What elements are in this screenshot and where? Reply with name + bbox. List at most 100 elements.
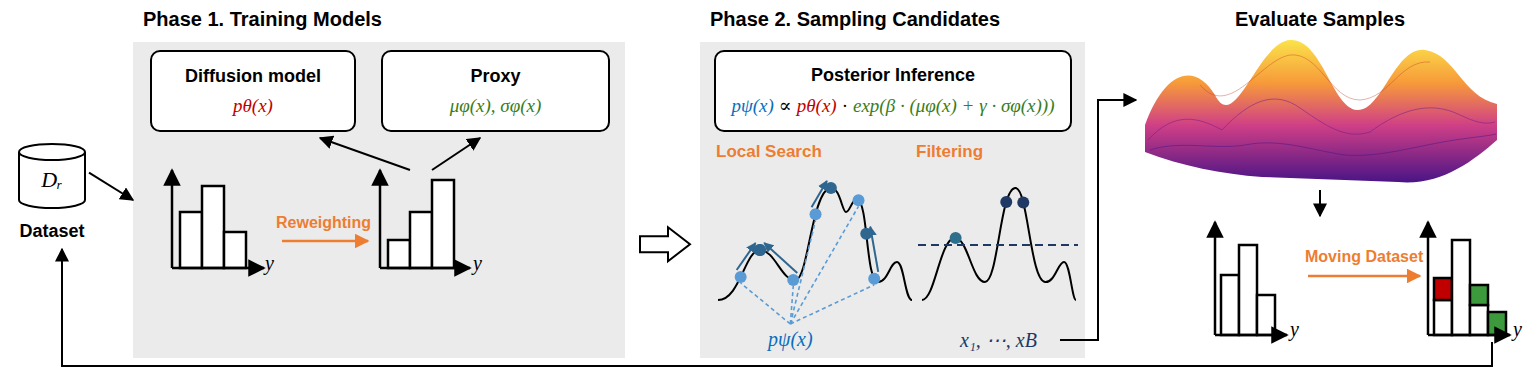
selected-sample xyxy=(950,232,962,244)
node-text: pθ(x) xyxy=(797,95,837,117)
train-arrow xyxy=(432,138,480,170)
axis xyxy=(172,267,264,270)
hollow-arrow xyxy=(640,227,690,261)
histogram-bar xyxy=(432,180,454,268)
threshold-line xyxy=(918,244,1078,246)
density-curve xyxy=(718,188,912,300)
model-box: Proxy μφ(x), σφ(x) xyxy=(381,50,610,132)
histogram xyxy=(1215,222,1287,335)
sample-link xyxy=(790,286,793,324)
node-text: exp(β · (μφ(x) + γ · σφ(x))) xyxy=(853,95,1055,117)
axis-label: y xyxy=(1290,318,1299,341)
node-text: · xyxy=(842,95,848,117)
axis-label: y xyxy=(1513,318,1522,341)
search-arrow xyxy=(737,243,756,270)
step-label: Filtering xyxy=(916,142,983,162)
node-heading: Diffusion model xyxy=(185,66,321,87)
feedback-arrow xyxy=(62,249,1492,366)
step-label: Reweighting xyxy=(276,214,371,232)
node-text: pψ(x) xyxy=(731,95,773,117)
sample-points xyxy=(735,181,1030,324)
axis xyxy=(1427,222,1430,335)
axis xyxy=(1214,222,1217,335)
phase-panel: Phase 1. Training ModelsDiffusion modelp… xyxy=(133,42,625,358)
histogram-bar xyxy=(1257,295,1275,335)
model-box: Diffusion model pθ(x) xyxy=(150,50,356,132)
added-block xyxy=(1470,285,1488,305)
initial-sample xyxy=(853,194,865,206)
histogram xyxy=(380,170,470,268)
histogram-bar xyxy=(224,232,246,268)
search-arrow xyxy=(812,181,827,207)
node-text: ∝ xyxy=(779,94,792,117)
flow-arrow xyxy=(1319,190,1321,216)
train-arrow xyxy=(320,138,410,170)
refined-sample xyxy=(860,228,872,240)
math-label: pψ(x) xyxy=(768,328,813,351)
histogram-bar xyxy=(180,212,202,268)
sample-link xyxy=(741,283,791,324)
histogram-bar xyxy=(1221,275,1239,335)
histogram-bar xyxy=(1239,245,1257,335)
histogram xyxy=(1428,222,1510,335)
connector-arrow xyxy=(89,173,133,200)
surface-contour xyxy=(1150,134,1496,155)
step-label: Moving Dataset xyxy=(1305,248,1423,266)
moving-arrow xyxy=(1308,275,1420,278)
formula-row: pθ(x) xyxy=(233,95,273,117)
step-label: Local Search xyxy=(716,142,822,162)
sample-link xyxy=(790,206,858,324)
selected-sample xyxy=(1017,196,1029,208)
node-text: Dataset xyxy=(19,221,84,242)
axis xyxy=(171,170,174,268)
cylinder-top xyxy=(19,144,85,160)
added-block xyxy=(1488,312,1506,335)
node-heading: Dᵣ xyxy=(18,167,86,193)
histogram-bar xyxy=(1434,300,1452,335)
objective-surface xyxy=(1145,40,1497,182)
formula-row: μφ(x), σφ(x) xyxy=(450,95,542,117)
search-arrow xyxy=(870,227,878,272)
histogram-bar xyxy=(410,212,432,268)
axis xyxy=(379,170,382,268)
surface xyxy=(1145,40,1497,182)
sample-link xyxy=(790,285,874,324)
node-text: μφ(x), σφ(x) xyxy=(450,95,542,117)
node-heading: Phase 1. Training Models xyxy=(143,8,382,31)
removed-block xyxy=(1434,278,1452,300)
density-curve xyxy=(922,188,1076,300)
dataset-cylinder: DᵣDataset xyxy=(18,143,86,209)
surface-contour xyxy=(1148,99,1495,140)
axis-label: y xyxy=(473,252,482,275)
axis xyxy=(1428,334,1510,337)
formula-row: pψ(x) ∝pθ(x)·exp(β · (μφ(x) + γ · σφ(x))) xyxy=(731,94,1054,117)
refined-sample xyxy=(753,244,765,256)
flow-arrow xyxy=(1060,100,1136,340)
histogram xyxy=(172,170,264,268)
math-label: x₁, ⋯, xB xyxy=(960,328,1037,352)
initial-sample xyxy=(810,208,822,220)
reweight-arrow xyxy=(282,240,368,243)
refined-sample xyxy=(825,182,837,194)
refined-sample xyxy=(754,244,766,256)
histogram-bar xyxy=(202,186,224,268)
inference-box: Posterior Inference pψ(x) ∝pθ(x)·exp(β · (… xyxy=(714,50,1072,132)
surface-contour xyxy=(1200,55,1430,100)
axis-label: y xyxy=(265,252,274,275)
section-title: Evaluate Samples xyxy=(1235,8,1405,31)
node-heading: Posterior Inference xyxy=(811,65,975,86)
node-heading: Phase 2. Sampling Candidates xyxy=(710,8,1000,31)
initial-sample xyxy=(735,271,747,283)
histogram-bar xyxy=(1452,240,1470,335)
selected-sample xyxy=(1000,196,1012,208)
initial-sample xyxy=(787,274,799,286)
axis xyxy=(380,267,470,270)
sample-link xyxy=(790,220,815,324)
node-heading: Proxy xyxy=(470,66,520,87)
axis xyxy=(1215,334,1287,337)
node-text: pθ(x) xyxy=(233,95,273,117)
histogram-bar xyxy=(1470,305,1488,335)
